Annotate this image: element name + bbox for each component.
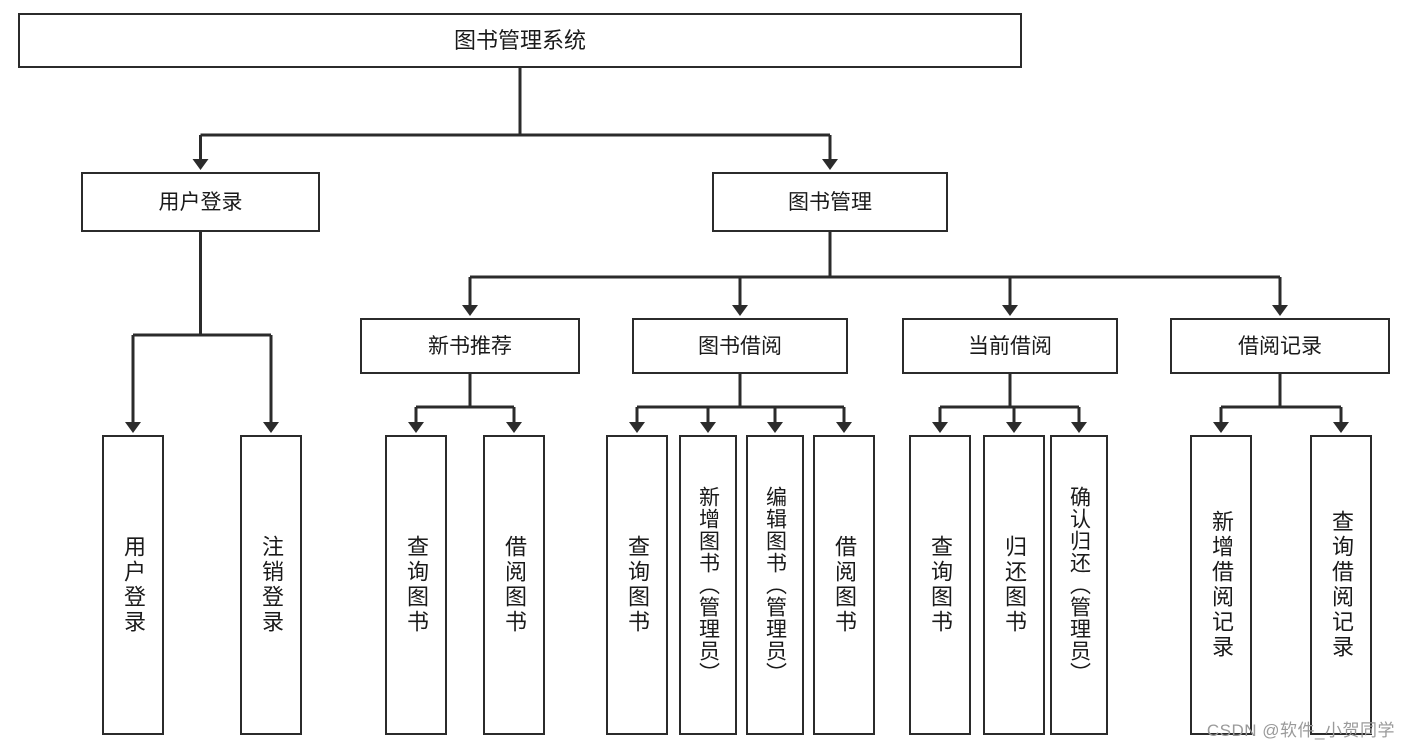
node-leaf-borrow-book-1[interactable]: 借阅图书 (483, 435, 545, 735)
node-borrow-record[interactable]: 借阅记录 (1170, 318, 1390, 374)
node-leaf-edit-book[interactable]: 编辑图书（管理员） (746, 435, 804, 735)
arrow-head-leaf-add-record (1213, 422, 1229, 433)
node-leaf-add-book[interactable]: 新增图书（管理员） (679, 435, 737, 735)
node-label: 编辑图书（管理员） (763, 486, 787, 684)
node-leaf-query-record[interactable]: 查询借阅记录 (1310, 435, 1372, 735)
node-root[interactable]: 图书管理系统 (18, 13, 1022, 68)
node-label: 归还图书 (1002, 535, 1027, 635)
node-label: 注销登录 (259, 535, 284, 635)
node-leaf-return-book[interactable]: 归还图书 (983, 435, 1045, 735)
node-label: 当前借阅 (968, 334, 1052, 358)
arrow-head-leaf-query-book-3 (932, 422, 948, 433)
arrow-head-user-login (192, 159, 209, 170)
node-leaf-query-book-2[interactable]: 查询图书 (606, 435, 668, 735)
node-label: 新书推荐 (428, 334, 512, 358)
node-current-borrow[interactable]: 当前借阅 (902, 318, 1118, 374)
node-label: 查询借阅记录 (1329, 510, 1354, 660)
arrow-head-borrow-record (1272, 305, 1288, 316)
node-label: 借阅记录 (1238, 334, 1322, 358)
node-label: 图书管理 (788, 190, 872, 214)
node-label: 新增图书（管理员） (696, 486, 720, 684)
arrow-head-leaf-logout (263, 422, 279, 433)
arrow-head-leaf-query-record (1333, 422, 1349, 433)
arrow-head-leaf-borrow-book-1 (506, 422, 522, 433)
node-leaf-user-login[interactable]: 用户登录 (102, 435, 164, 735)
arrow-head-leaf-query-book-1 (408, 422, 424, 433)
node-leaf-add-record[interactable]: 新增借阅记录 (1190, 435, 1252, 735)
node-book-manage[interactable]: 图书管理 (712, 172, 948, 232)
arrow-head-leaf-confirm-return (1071, 422, 1087, 433)
node-book-borrow[interactable]: 图书借阅 (632, 318, 848, 374)
arrow-head-leaf-return-book (1006, 422, 1022, 433)
arrow-head-leaf-add-book (700, 422, 716, 433)
arrow-head-current-borrow (1002, 305, 1018, 316)
node-label: 查询图书 (928, 535, 953, 635)
arrow-head-book-manage (822, 159, 838, 170)
arrow-head-leaf-borrow-book-2 (836, 422, 852, 433)
arrow-head-leaf-query-book-2 (629, 422, 645, 433)
node-label: 图书管理系统 (453, 27, 586, 53)
node-leaf-logout[interactable]: 注销登录 (240, 435, 302, 735)
node-new-book-rec[interactable]: 新书推荐 (360, 318, 580, 374)
arrow-head-leaf-user-login (125, 422, 141, 433)
node-leaf-borrow-book-2[interactable]: 借阅图书 (813, 435, 875, 735)
node-user-login[interactable]: 用户登录 (81, 172, 320, 232)
node-label: 用户登录 (121, 535, 146, 635)
node-label: 查询图书 (404, 535, 429, 635)
edge-group (125, 68, 1349, 433)
node-label: 新增借阅记录 (1209, 510, 1234, 660)
node-label: 查询图书 (625, 535, 650, 635)
node-label: 借阅图书 (832, 535, 857, 635)
node-leaf-confirm-return[interactable]: 确认归还（管理员） (1050, 435, 1108, 735)
node-label: 确认归还（管理员） (1067, 486, 1091, 684)
node-label: 借阅图书 (502, 535, 527, 635)
node-label: 用户登录 (158, 190, 243, 214)
node-leaf-query-book-3[interactable]: 查询图书 (909, 435, 971, 735)
node-label: 图书借阅 (698, 334, 782, 358)
node-leaf-query-book-1[interactable]: 查询图书 (385, 435, 447, 735)
arrow-head-leaf-edit-book (767, 422, 783, 433)
arrow-head-book-borrow (732, 305, 748, 316)
arrow-head-new-book-rec (462, 305, 478, 316)
